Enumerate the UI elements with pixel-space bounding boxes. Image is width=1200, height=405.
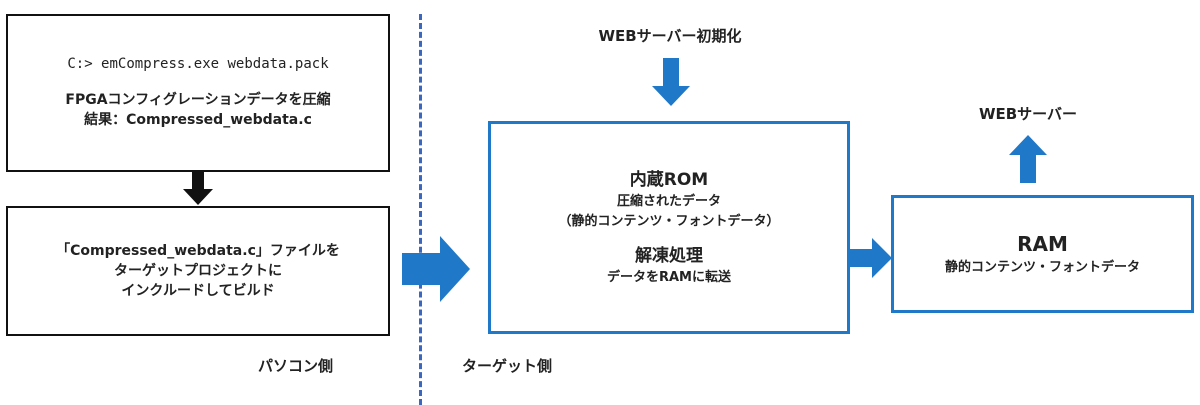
rom-to-ram-arrow-icon xyxy=(850,238,892,278)
ram-title: RAM xyxy=(1017,232,1068,256)
build-line-3: インクルードしてビルド xyxy=(121,283,275,299)
compress-box: C:> emCompress.exe webdata.pack FPGAコンフィ… xyxy=(6,14,390,172)
init-down-arrow-icon xyxy=(652,58,690,106)
down-arrow-icon xyxy=(183,172,213,205)
pc-side-label: パソコン側 xyxy=(258,357,334,375)
ram-box: RAM 静的コンテンツ・フォントデータ xyxy=(891,195,1194,313)
decompress-title: 解凍処理 xyxy=(635,245,703,266)
web-server-label: WEBサーバー xyxy=(978,105,1078,123)
compress-description: FPGAコンフィグレーションデータを圧縮 xyxy=(65,92,331,108)
build-line-1: 「Compressed_webdata.c」ファイルを xyxy=(56,243,340,259)
up-arrow-icon xyxy=(1009,135,1047,183)
rom-line-2: （静的コンテンツ・フォントデータ） xyxy=(558,213,780,229)
target-side-label: ターゲット側 xyxy=(462,357,553,375)
compress-result: 結果：Compressed_webdata.c xyxy=(84,112,312,128)
decompress-line: データをRAMに転送 xyxy=(606,269,731,285)
rom-title: 内蔵ROM xyxy=(629,169,709,190)
rom-line-1: 圧縮されたデータ xyxy=(616,193,721,209)
compress-command: C:> emCompress.exe webdata.pack xyxy=(67,56,329,72)
side-divider xyxy=(419,14,422,405)
build-line-2: ターゲットプロジェクトに xyxy=(114,263,282,279)
transfer-arrow-icon xyxy=(402,236,470,302)
build-box: 「Compressed_webdata.c」ファイルを ターゲットプロジェクトに… xyxy=(6,206,390,336)
web-server-init-label: WEBサーバー初期化 xyxy=(598,27,742,45)
ram-line-1: 静的コンテンツ・フォントデータ xyxy=(944,260,1140,275)
rom-box: 内蔵ROM 圧縮されたデータ （静的コンテンツ・フォントデータ） 解凍処理 デー… xyxy=(488,121,850,334)
